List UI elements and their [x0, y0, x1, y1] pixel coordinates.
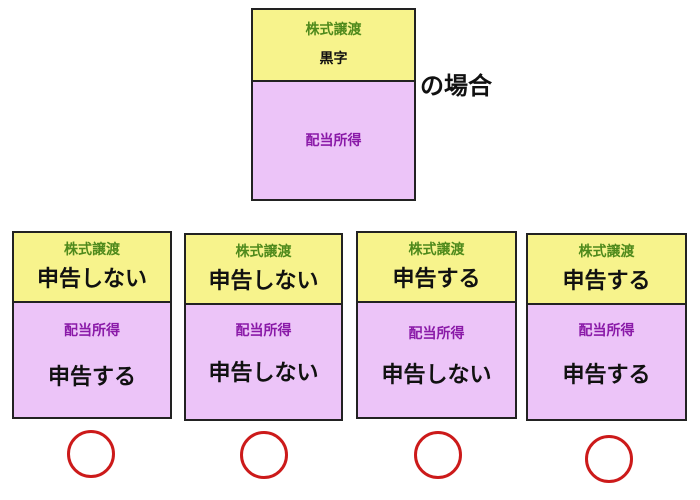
dividend-label: 配当所得	[408, 326, 465, 342]
dividend-choice: 申告する	[47, 365, 136, 390]
stock-transfer-choice: 申告する	[562, 269, 651, 294]
circle-mark-icon	[414, 431, 462, 479]
circle-mark-icon	[67, 430, 115, 478]
stock-transfer-label: 株式譲渡	[64, 242, 120, 258]
stock-transfer-choice: 申告しない	[36, 267, 147, 292]
dividend-label: 配当所得	[64, 323, 120, 339]
stock-transfer-label: 株式譲渡	[408, 242, 465, 258]
stock-transfer-label: 株式譲渡	[578, 244, 635, 260]
dividend-label: 配当所得	[235, 323, 292, 339]
stock-transfer-status: 黒字	[319, 51, 348, 67]
option-box-1: 株式譲渡 申告しない 配当所得 申告する	[12, 231, 172, 419]
stock-transfer-section: 株式譲渡 申告する	[358, 233, 515, 303]
stock-transfer-label: 株式譲渡	[235, 244, 292, 260]
dividend-choice: 申告しない	[208, 361, 319, 386]
option-box-2: 株式譲渡 申告しない 配当所得 申告しない	[184, 233, 343, 421]
case-suffix: の場合	[420, 72, 492, 100]
stock-transfer-section: 株式譲渡 申告しない	[186, 235, 341, 305]
stock-transfer-choice: 申告する	[392, 267, 481, 292]
dividend-label: 配当所得	[305, 133, 362, 149]
circle-mark-icon	[240, 431, 288, 479]
dividend-choice: 申告する	[562, 363, 651, 388]
stock-transfer-section: 株式譲渡 黒字	[253, 10, 414, 82]
option-box-3: 株式譲渡 申告する 配当所得 申告しない	[356, 231, 517, 419]
dividend-label: 配当所得	[578, 323, 635, 339]
stock-transfer-choice: 申告しない	[208, 269, 319, 294]
circle-mark-icon	[585, 435, 633, 483]
option-box-4: 株式譲渡 申告する 配当所得 申告する	[526, 233, 687, 421]
stock-transfer-section: 株式譲渡 申告する	[528, 235, 685, 305]
dividend-choice: 申告しない	[381, 363, 492, 388]
main-case-box: 株式譲渡 黒字 配当所得	[251, 8, 416, 201]
stock-transfer-section: 株式譲渡 申告しない	[14, 233, 170, 303]
stock-transfer-label: 株式譲渡	[305, 22, 362, 38]
